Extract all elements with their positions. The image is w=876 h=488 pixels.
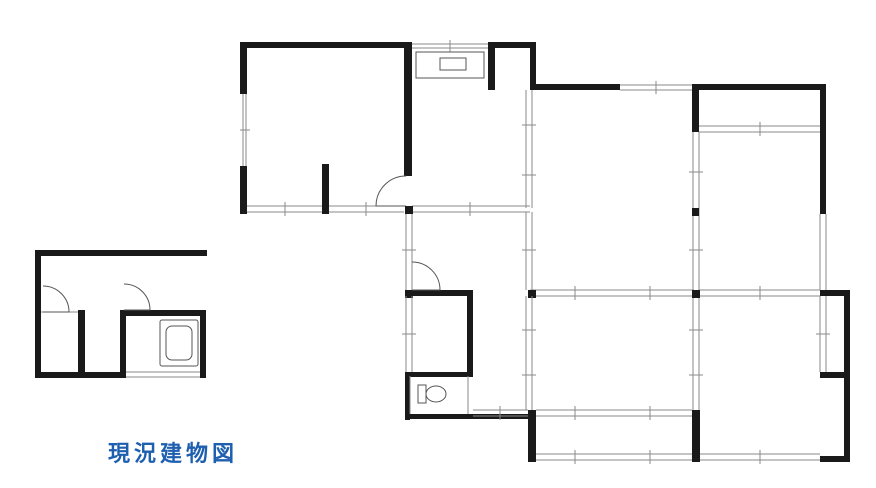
bathtub-basin [165, 325, 193, 361]
kitchen-sink-basin [439, 57, 467, 71]
right-upper-room-partitions [689, 122, 827, 300]
right-upper-room-walls [692, 84, 826, 214]
main-building [240, 40, 850, 464]
room-a-walls [240, 42, 412, 214]
kitchen-walls [488, 42, 620, 90]
kitchen-window [412, 40, 488, 52]
room-a-windows [240, 94, 404, 216]
toilet-tank [417, 384, 427, 404]
wall-post [692, 290, 699, 298]
hall-walls [405, 290, 529, 420]
wall-post [692, 410, 700, 462]
hall-door-swing [411, 261, 441, 291]
wall-post [692, 208, 699, 216]
toilet-bowl [425, 385, 447, 403]
hall-openings [402, 214, 528, 420]
room-a-door-swing [375, 175, 407, 207]
wall-post [405, 206, 413, 214]
center-upper-room [522, 81, 694, 300]
drawing-title: 現況建物図 [108, 442, 239, 467]
annex-door-swing-left [42, 285, 70, 313]
kitchen-partitions [412, 90, 536, 216]
right-lower-room [700, 290, 850, 464]
toilet [409, 376, 469, 414]
annex-door-swing-right [123, 283, 151, 311]
annex-building [35, 250, 207, 378]
wall-post [528, 290, 536, 298]
center-lower-room [522, 296, 703, 464]
